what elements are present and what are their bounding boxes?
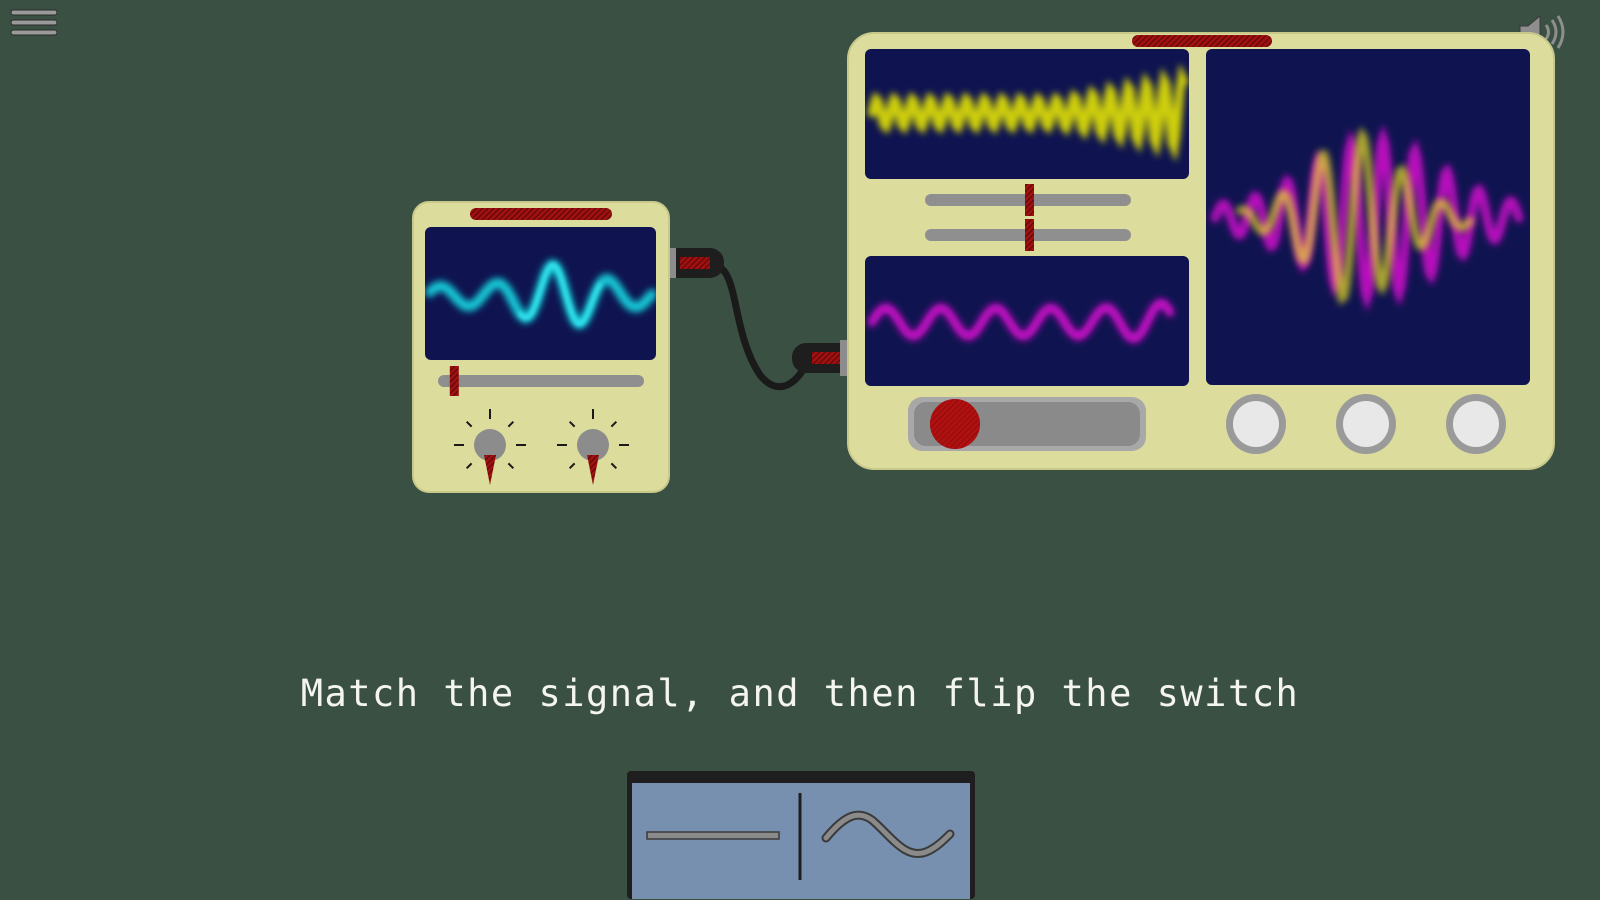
round-button-2[interactable] [1336, 394, 1396, 454]
knob-tick-mark [465, 420, 473, 428]
frequency-knob[interactable] [557, 409, 629, 485]
device-handle [1132, 35, 1272, 47]
knob-tick-mark [507, 420, 515, 428]
target-wave-screen-bottom [865, 256, 1189, 386]
sine-wave-icon[interactable] [821, 810, 955, 858]
target-slider-bottom-thumb[interactable] [1025, 219, 1034, 251]
target-waveform-magenta [867, 298, 1175, 344]
source-slider-track[interactable] [438, 375, 644, 387]
knob-cap[interactable] [577, 429, 609, 461]
target-waveform-yellow [867, 63, 1189, 163]
hamburger-menu-icon [10, 9, 58, 36]
target-slider-top-thumb[interactable] [1025, 184, 1034, 216]
round-button-1[interactable] [1226, 394, 1286, 454]
knob-tick-mark [610, 420, 618, 428]
knob-tick-mark [507, 462, 515, 470]
waveform-selector-panel [627, 771, 975, 899]
source-slider-thumb[interactable] [449, 366, 459, 396]
knob-needle [484, 455, 496, 485]
combined-waveform-yellow [1236, 126, 1474, 306]
signal-generator-device [412, 201, 670, 493]
knob-cap[interactable] [474, 429, 506, 461]
knob-tick-mark [610, 462, 618, 470]
instruction-text: Match the signal, and then flip the swit… [300, 672, 1300, 715]
flat-line-icon[interactable] [646, 831, 780, 840]
connection-cable [664, 248, 852, 391]
menu-button[interactable] [10, 8, 58, 40]
knob-tick-mark [568, 420, 576, 428]
combined-lissajous-screen [1206, 49, 1530, 385]
knob-needle [587, 455, 599, 485]
round-button-3[interactable] [1446, 394, 1506, 454]
amplitude-knob[interactable] [454, 409, 526, 485]
knob-tick-mark [568, 462, 576, 470]
knob-tick-mark [465, 462, 473, 470]
device-handle [470, 208, 612, 220]
signal-comparator-device [847, 32, 1555, 470]
